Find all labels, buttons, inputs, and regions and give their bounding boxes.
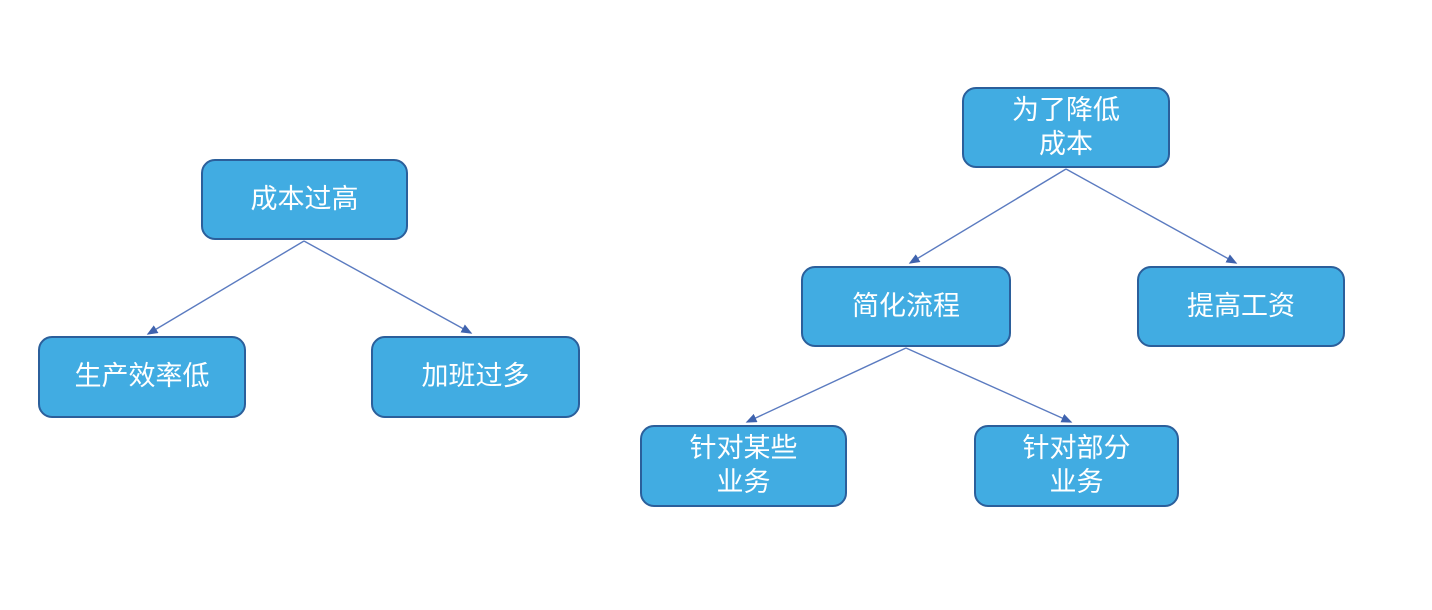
connector-reducecost-to-simplify[interactable] [908, 168, 1067, 264]
node-label: 成本过高 [250, 183, 359, 214]
node-simplify-process[interactable]: 简化流程 [801, 266, 1011, 347]
node-label: 为了降低 成本 [1012, 94, 1120, 159]
node-label: 针对某些 业务 [689, 433, 798, 497]
node-label: 生产效率低 [74, 361, 210, 392]
node-to-reduce-cost[interactable]: 为了降低 成本 [962, 87, 1170, 168]
connector-reducecost-to-wages[interactable] [1065, 168, 1238, 264]
connector-cost-to-overtime[interactable] [303, 240, 473, 334]
node-raise-wages[interactable]: 提高工资 [1137, 266, 1345, 347]
node-target-certain-business[interactable]: 针对某些 业务 [640, 425, 847, 507]
node-target-partial-business[interactable]: 针对部分 业务 [974, 425, 1179, 507]
node-label: 提高工资 [1187, 290, 1295, 321]
connector-cost-to-efficiency[interactable] [146, 240, 305, 335]
node-label: 针对部分 业务 [1022, 433, 1131, 497]
connector-simplify-to-certain[interactable] [745, 347, 907, 423]
node-label: 简化流程 [852, 290, 960, 321]
node-cost-too-high[interactable]: 成本过高 [201, 159, 408, 240]
node-low-production-efficiency[interactable]: 生产效率低 [38, 336, 246, 418]
node-too-much-overtime[interactable]: 加班过多 [371, 336, 580, 418]
connector-simplify-to-partial[interactable] [905, 347, 1073, 423]
node-label: 加班过多 [421, 361, 530, 392]
